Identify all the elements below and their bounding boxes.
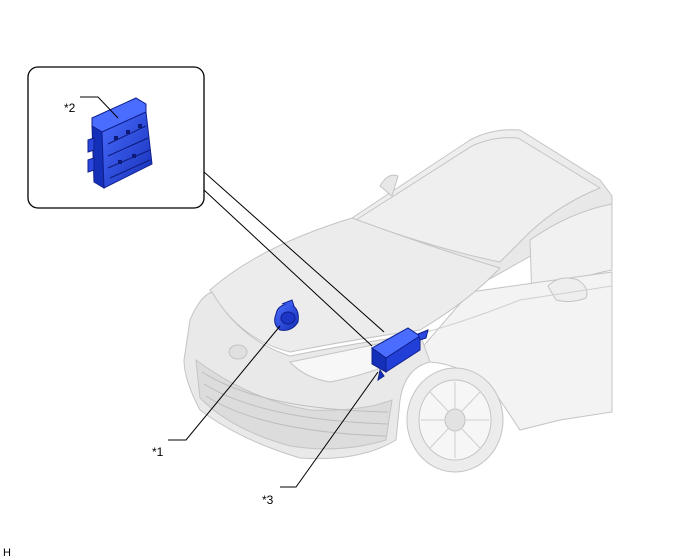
callout-label-2: *2: [64, 101, 76, 115]
corner-code: H: [3, 547, 11, 559]
inset-leader-lower: [203, 189, 373, 347]
leader-lines: [80, 96, 385, 488]
grille-slats: [201, 371, 389, 437]
roof-antenna: [379, 174, 399, 197]
grille: [195, 358, 393, 450]
leader-3: [280, 371, 379, 488]
car-illustration: [183, 129, 613, 473]
windshield: [354, 137, 602, 263]
callout-label-1: *1: [152, 445, 164, 459]
inset-leader-upper: [203, 171, 385, 333]
callout-label-3: *3: [262, 493, 274, 507]
leader-1: [168, 325, 281, 441]
part-2-ecu-module-icon: [87, 97, 153, 189]
emblem: [228, 344, 248, 360]
part-3-ecu-module-icon: [371, 327, 429, 382]
leader-2: [80, 96, 119, 119]
front-wheel: [406, 367, 504, 473]
part-1-horn-icon: [274, 299, 299, 331]
